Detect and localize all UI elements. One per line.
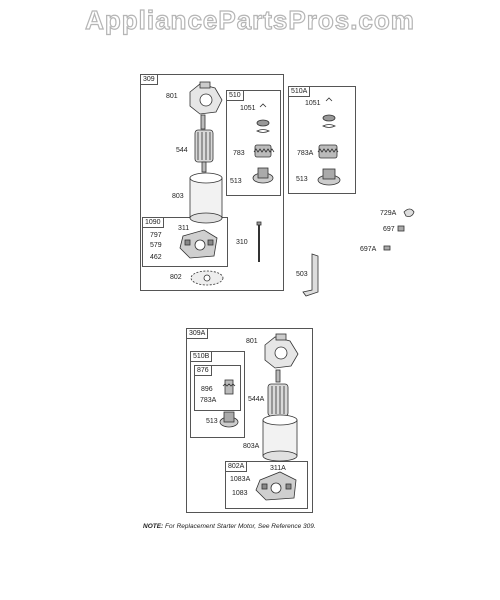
group-510a-box: 510A (288, 86, 356, 194)
bolt-310 (256, 221, 262, 262)
part-label-462: 462 (150, 254, 162, 261)
group-309-box: 309 (140, 74, 284, 291)
group-510-label: 510 (227, 91, 244, 101)
part-label-803a: 803A (243, 443, 260, 450)
group-309a-box: 309A (186, 328, 313, 513)
group-1090-box: 1090 (142, 217, 228, 267)
part-label-797: 797 (150, 232, 162, 239)
clip-729a (403, 208, 415, 217)
replacement-note: NOTE: For Replacement Starter Motor, See… (143, 523, 316, 530)
armature-544a (267, 369, 289, 417)
screw-697 (397, 225, 405, 232)
housing-803a (262, 414, 298, 462)
group-309a-label: 309A (187, 329, 209, 339)
group-510a-label: 510A (289, 87, 311, 97)
group-510b-label: 510B (191, 352, 213, 362)
bracket-503 (302, 253, 319, 297)
end-cap-801-bottom (264, 333, 299, 369)
part-label-783a-top: 783A (297, 150, 314, 157)
group-510-box: 510 (226, 90, 281, 196)
brush-plate-802a (255, 471, 297, 501)
part-label-697: 697 (383, 226, 395, 233)
part-label-783: 783 (233, 150, 245, 157)
drive-510a (317, 97, 341, 186)
group-876-box: 876 (194, 365, 241, 411)
group-802a-label: 802A (226, 462, 248, 472)
part-label-513-510a: 513 (296, 176, 308, 183)
group-510b-box: 510B (190, 351, 245, 438)
part-label-1083: 1083 (232, 490, 248, 497)
part-label-513-bottom: 513 (206, 418, 218, 425)
part-label-579: 579 (150, 242, 162, 249)
drive-510 (252, 103, 275, 184)
part-label-896: 896 (201, 386, 213, 393)
part-label-783a-bottom: 783A (200, 397, 217, 404)
part-label-310: 310 (236, 239, 248, 246)
part-label-697a: 697A (360, 246, 377, 253)
part-label-802: 802 (170, 274, 182, 281)
part-label-544a: 544A (248, 396, 265, 403)
housing-803 (189, 172, 223, 224)
site-watermark-title: AppliancePartsPros.com (85, 4, 415, 35)
group-309-label: 309 (141, 75, 158, 85)
pinion-510b (219, 379, 239, 428)
group-802a-box: 802A (225, 461, 308, 509)
end-cap-801-top (189, 81, 223, 115)
part-label-1051-510a: 1051 (305, 100, 321, 107)
part-label-803: 803 (172, 193, 184, 200)
part-label-544: 544 (176, 147, 188, 154)
armature-544 (194, 114, 214, 173)
part-label-801-bottom: 801 (246, 338, 258, 345)
brush-plate-1090 (179, 229, 218, 259)
end-plate-802 (190, 270, 224, 286)
part-label-729a: 729A (380, 210, 397, 217)
group-876-label: 876 (195, 366, 212, 376)
part-label-1083a: 1083A (230, 476, 251, 483)
group-1090-label: 1090 (143, 218, 164, 228)
part-label-503: 503 (296, 271, 308, 278)
part-label-311: 311 (178, 225, 190, 232)
part-label-801-top: 801 (166, 93, 178, 100)
note-label: NOTE: (143, 523, 164, 530)
part-label-311a: 311A (270, 465, 286, 472)
part-label-1051-510: 1051 (240, 105, 256, 112)
note-text: For Replacement Starter Motor, See Refer… (165, 523, 316, 530)
screw-697a (383, 245, 391, 251)
part-label-513-510: 513 (230, 178, 242, 185)
